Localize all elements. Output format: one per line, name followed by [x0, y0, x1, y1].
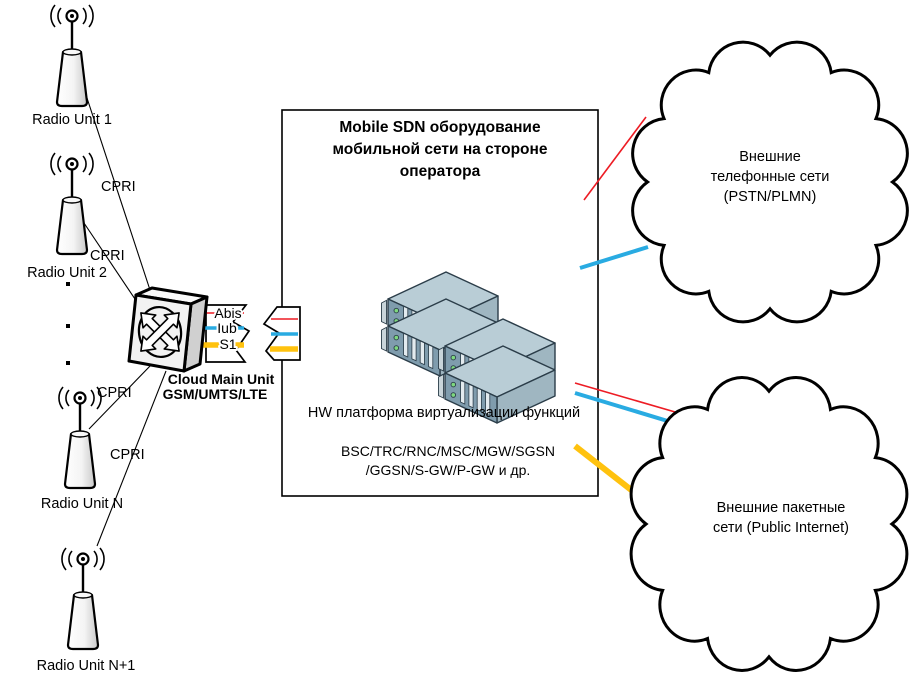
radio-unit-2: Radio Unit 2 — [27, 151, 107, 281]
link-pstn-iub — [579, 245, 649, 270]
radio-unit-n1-label: Radio Unit N+1 — [37, 658, 136, 674]
s1-label: S1 — [219, 336, 236, 352]
switch-ellipse-icon — [137, 305, 183, 359]
radio-unit-n1: Radio Unit N+1 — [37, 546, 136, 674]
pstn-cloud-line3: (PSTN/PLMN) — [724, 189, 817, 205]
ellipsis-dots — [66, 282, 70, 365]
abis-label: Abis — [214, 305, 241, 321]
cpri-link-3 — [88, 364, 152, 430]
cpri-label-3: CPRI — [97, 385, 132, 401]
internet-cloud-line1: Внешние пакетные — [717, 500, 846, 516]
radio-unit-1-label: Radio Unit 1 — [32, 112, 112, 128]
link-pstn-abis — [583, 116, 647, 201]
internet-cloud-line2: сети (Public Internet) — [713, 520, 849, 536]
sdn-title-line3: оператора — [400, 163, 481, 180]
radio-unit-2-label: Radio Unit 2 — [27, 265, 107, 281]
link-inet-abis — [574, 382, 683, 415]
main-unit-subtitle: GSM/UMTS/LTE — [163, 386, 268, 402]
functions-line1: BSC/TRC/RNC/MSC/MGW/SGSN — [341, 443, 555, 459]
sdn-title-line2: мобильной сети на стороне — [332, 141, 547, 158]
interface-breakout: Abis Iub S1 — [198, 303, 301, 363]
sdn-title-line1: Mobile SDN оборудование — [339, 119, 541, 136]
radio-unit-1: Radio Unit 1 — [32, 3, 112, 128]
hw-platform-caption: HW платформа виртуализации функций — [308, 405, 580, 421]
cpri-link-2 — [83, 222, 140, 306]
cpri-label-1: CPRI — [101, 179, 136, 195]
cpri-label-2: CPRI — [90, 248, 125, 264]
cpri-links — [83, 94, 167, 547]
iub-label: Iub — [217, 320, 237, 336]
cpri-link-4 — [96, 370, 167, 547]
cloud-main-unit: Cloud Main Unit GSM/UMTS/LTE — [127, 286, 277, 404]
functions-line2: /GGSN/S-GW/P-GW и др. — [366, 462, 531, 478]
pstn-cloud-line2: телефонные сети — [711, 169, 830, 185]
radio-unit-n-label: Radio Unit N — [41, 496, 123, 512]
main-unit-title: Cloud Main Unit — [168, 371, 275, 387]
cpri-link-1 — [85, 94, 152, 294]
pstn-cloud-line1: Внешние — [739, 149, 801, 165]
cpri-label-4: CPRI — [110, 447, 145, 463]
radio-unit-n: Radio Unit N — [41, 385, 123, 512]
